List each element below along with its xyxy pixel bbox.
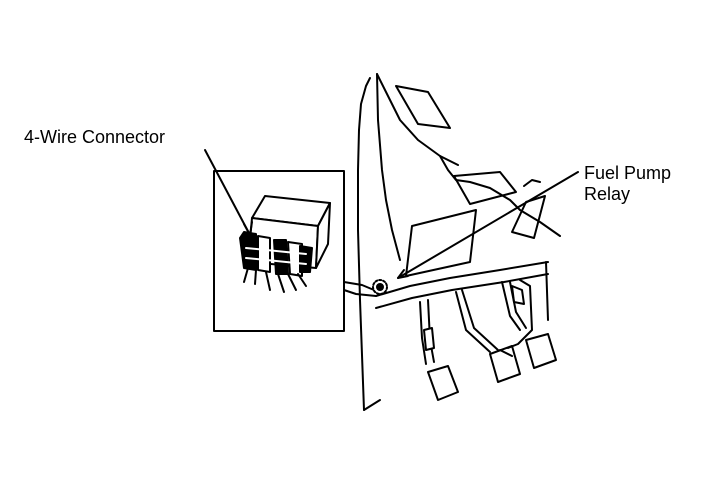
relay-location	[372, 279, 388, 295]
inset-pointer	[343, 281, 377, 297]
fuel-pump-relay-label-line2: Relay	[584, 184, 631, 204]
inset-detail-box	[213, 170, 345, 332]
cabin-outline	[357, 73, 561, 411]
connector-wires	[243, 267, 307, 293]
relay-leader	[397, 171, 579, 279]
fuel-pump-relay-label: Fuel Pump Relay	[584, 163, 671, 205]
relay-body	[239, 195, 331, 293]
fuel-pump-relay-label-line1: Fuel Pump	[584, 163, 672, 183]
pedal-assembly	[419, 261, 557, 401]
connector-label: 4-Wire Connector	[24, 127, 166, 147]
connector-leader	[204, 149, 253, 236]
connector-terminals	[239, 231, 313, 277]
